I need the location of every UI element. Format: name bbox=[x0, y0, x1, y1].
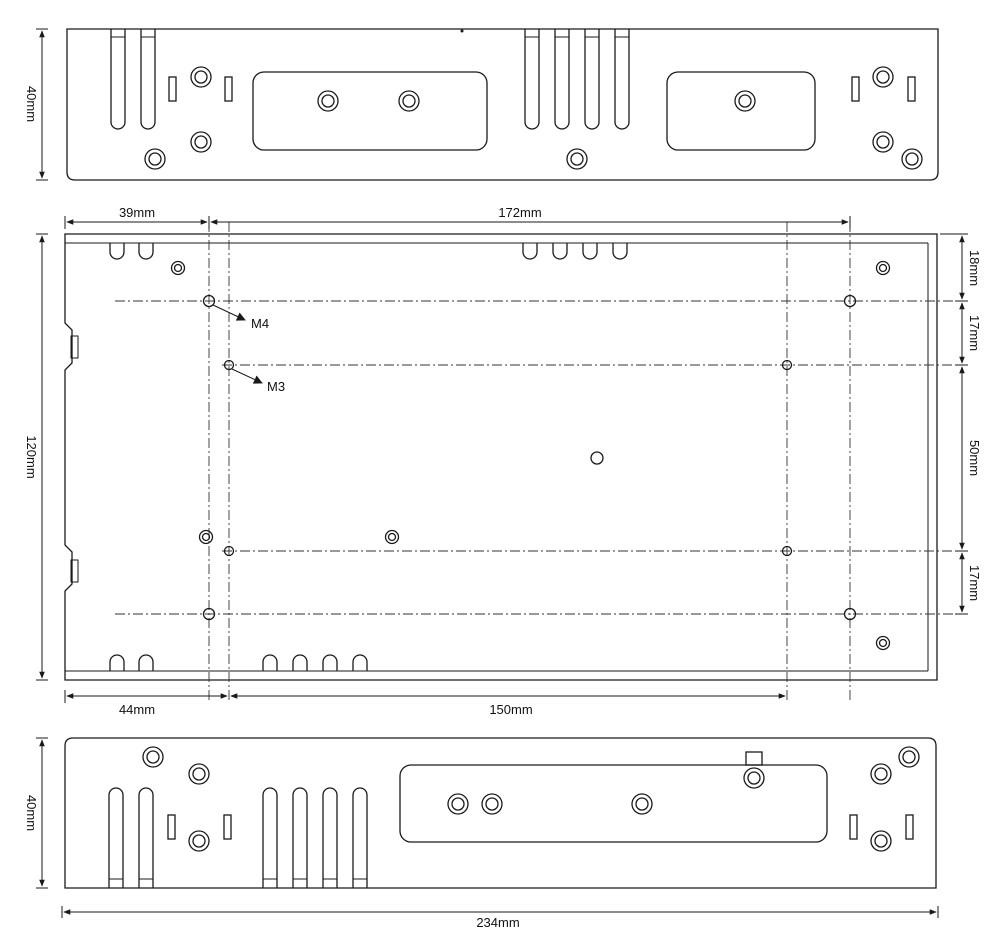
bottom-height-label: 40mm bbox=[24, 795, 39, 831]
plan-view: M4 M3 39mm 172mm 44mm 150mm bbox=[24, 205, 982, 717]
overall-length-dimension: 234mm bbox=[61, 906, 939, 930]
top-view-height-dimension: 40mm bbox=[24, 28, 48, 181]
bottom-dimensions: 44mm 150mm bbox=[64, 690, 786, 717]
m3-label: M3 bbox=[267, 379, 285, 394]
bottom-view-outline bbox=[64, 737, 937, 889]
top-view-screw-holes bbox=[144, 66, 923, 170]
dim-120-label: 120mm bbox=[24, 435, 39, 478]
top-dimensions: 39mm 172mm bbox=[64, 205, 851, 229]
dim-17b-label: 17mm bbox=[967, 565, 982, 601]
dim-44-label: 44mm bbox=[119, 702, 155, 717]
top-side-view: 40mm bbox=[24, 28, 939, 181]
plan-view-center-lines bbox=[115, 222, 962, 700]
bottom-view-panel bbox=[399, 764, 828, 843]
dim-150-label: 150mm bbox=[489, 702, 532, 717]
m4-callout: M4 bbox=[212, 304, 269, 331]
dim-234-label: 234mm bbox=[476, 915, 519, 930]
dim-172-label: 172mm bbox=[498, 205, 541, 220]
m3-callout: M3 bbox=[231, 368, 285, 394]
top-height-label: 40mm bbox=[24, 86, 39, 122]
dim-39-label: 39mm bbox=[119, 205, 155, 220]
right-dimensions: 18mm 17mm 50mm 17mm bbox=[940, 233, 982, 615]
m4-label: M4 bbox=[251, 316, 269, 331]
dim-17a-label: 17mm bbox=[967, 315, 982, 351]
plan-view-slots bbox=[109, 243, 628, 671]
top-view-outline bbox=[66, 28, 939, 181]
plan-view-outline bbox=[64, 233, 938, 681]
dim-50-label: 50mm bbox=[967, 440, 982, 476]
bottom-side-view: 40mm bbox=[24, 737, 937, 889]
top-view-vent-slots bbox=[110, 29, 630, 130]
dim-18-label: 18mm bbox=[967, 250, 982, 286]
plan-height-dimension: 120mm bbox=[24, 233, 48, 681]
bottom-view-vent-slots bbox=[108, 787, 368, 888]
top-view-panels bbox=[252, 71, 816, 151]
plan-view-holes bbox=[170, 260, 891, 651]
bottom-view-screw-holes bbox=[142, 746, 920, 852]
bottom-view-height-dimension: 40mm bbox=[24, 737, 48, 889]
bottom-view-small-slots bbox=[167, 814, 914, 840]
top-view-small-slots bbox=[168, 76, 916, 102]
